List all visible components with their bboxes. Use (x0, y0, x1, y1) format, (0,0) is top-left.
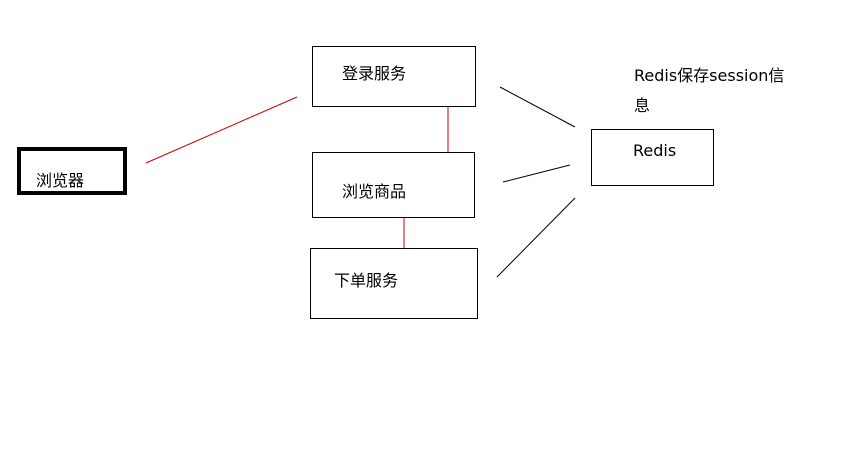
redis-note-line-2: 息 (634, 96, 651, 115)
login-service-label: 登录服务 (342, 64, 407, 83)
browse-to-redis-line (502, 164, 571, 183)
browse-goods-node (312, 152, 475, 218)
browse-goods-label: 浏览商品 (342, 182, 407, 201)
order-service-node (310, 248, 478, 319)
redis-label: Redis (633, 141, 677, 160)
login-to-redis-line (499, 86, 576, 128)
order-to-redis-line (496, 197, 576, 278)
redis-node (591, 129, 714, 186)
browser-label: 浏览器 (36, 171, 85, 190)
redis-note-line-1: Redis保存session信 (634, 66, 785, 85)
login-service-node (312, 46, 476, 107)
browser-node (17, 147, 127, 195)
browser-to-login-line (145, 96, 298, 164)
redis-note: Redis保存session信 息 (634, 61, 804, 121)
order-service-label: 下单服务 (334, 271, 399, 290)
